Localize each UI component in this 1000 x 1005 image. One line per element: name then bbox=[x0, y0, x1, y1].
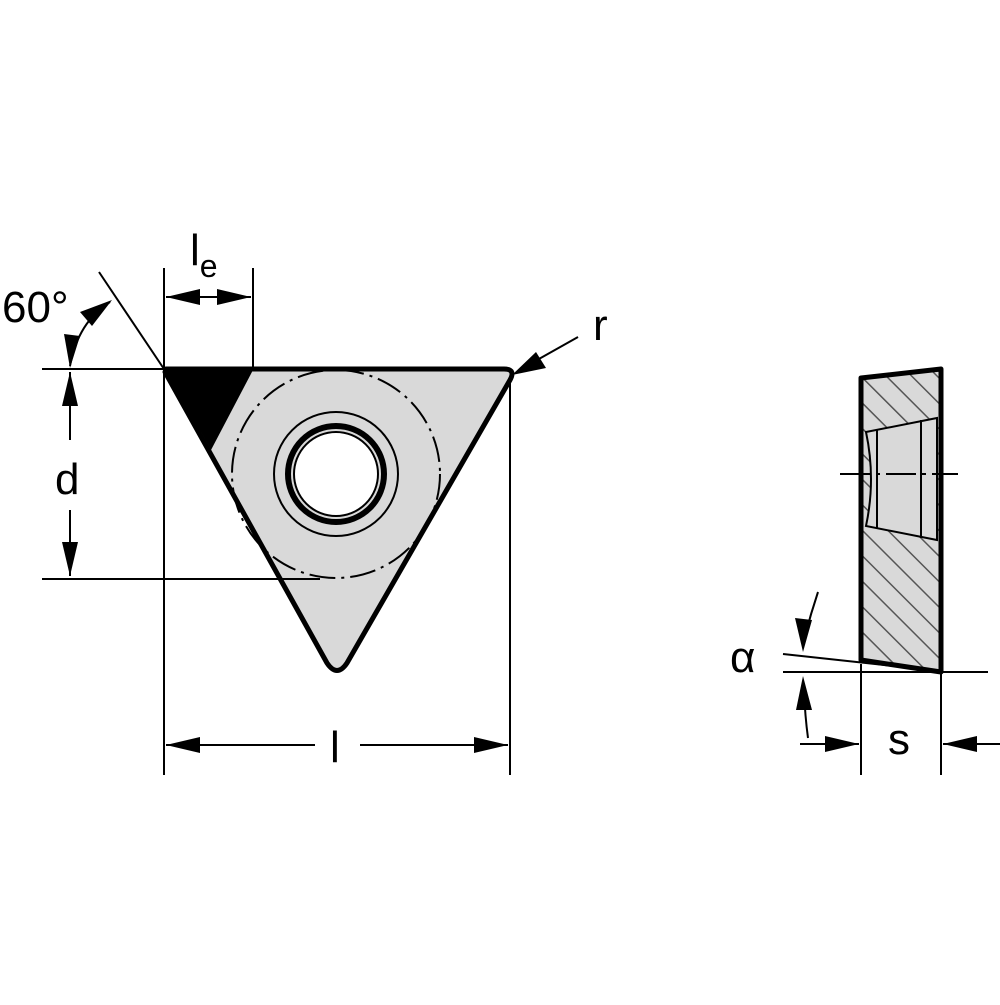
label-l: l bbox=[330, 723, 340, 772]
label-angle: 60° bbox=[2, 283, 69, 332]
hole bbox=[293, 431, 379, 517]
arrow-le-right bbox=[217, 289, 251, 305]
arrow-le-left bbox=[166, 289, 200, 305]
arrow-l-right bbox=[474, 737, 508, 753]
dimension-angle: 60° bbox=[2, 271, 167, 373]
insert-side-view bbox=[782, 366, 988, 675]
dimension-r: r bbox=[512, 301, 608, 375]
label-d: d bbox=[55, 455, 79, 504]
arrow-d-bottom bbox=[62, 542, 78, 576]
arrow-angle-bottom bbox=[64, 334, 80, 368]
insert-top-view bbox=[162, 366, 515, 673]
arrow-s-left bbox=[825, 736, 859, 752]
label-le: le bbox=[190, 226, 218, 284]
arrow-s-right bbox=[943, 736, 977, 752]
cutting-edge-tip bbox=[166, 370, 253, 450]
arrow-l-left bbox=[166, 737, 200, 753]
dimension-s: s bbox=[800, 664, 1000, 775]
arrow-r bbox=[512, 352, 546, 375]
label-r: r bbox=[593, 301, 608, 350]
side-section-hole bbox=[864, 416, 938, 542]
arrow-alpha-bottom bbox=[796, 676, 812, 710]
arrow-alpha-top bbox=[795, 618, 812, 652]
countersink-circle bbox=[273, 411, 399, 537]
label-alpha: α bbox=[730, 633, 755, 682]
dimension-alpha: α bbox=[730, 591, 819, 739]
dimension-d: d bbox=[42, 368, 320, 580]
arrow-angle-top bbox=[80, 300, 112, 326]
inscribed-circle bbox=[231, 369, 441, 579]
label-s: s bbox=[888, 715, 910, 764]
dimension-l: l bbox=[163, 372, 511, 775]
arrow-d-top bbox=[62, 372, 78, 406]
dimension-le: le bbox=[163, 226, 254, 370]
